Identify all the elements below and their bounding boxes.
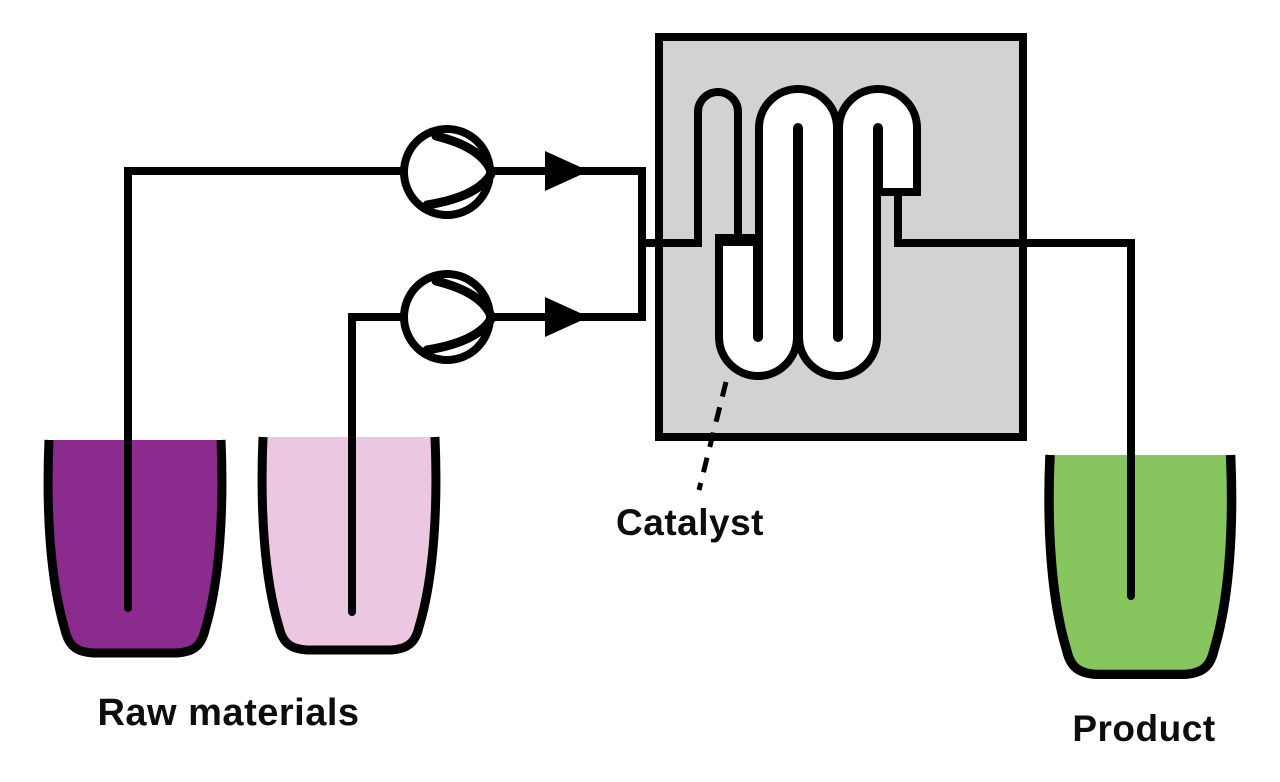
pump-1-discharge-line <box>490 167 646 243</box>
pump-2 <box>400 270 496 364</box>
pump-1 <box>400 125 496 219</box>
product-liquid <box>1049 455 1232 675</box>
catalyst-pointer-line <box>696 381 729 491</box>
raw-materials-label: Raw materials <box>97 692 360 734</box>
pump-2-discharge-line <box>490 243 646 321</box>
product-label: Product <box>1072 708 1216 749</box>
product-outlet-line <box>894 188 1135 600</box>
feed-tube-2 <box>348 313 408 616</box>
raw-material-2-vessel-outline <box>257 436 441 655</box>
pump-1-impeller-icon <box>422 131 496 210</box>
pump-2-impeller-icon <box>422 276 496 355</box>
raw-material-1-liquid <box>48 440 222 653</box>
raw-material-1-vessel-outline <box>43 439 227 658</box>
diagram-strokes <box>43 33 1237 680</box>
product-vessel <box>1044 454 1237 680</box>
product-vessel-outline <box>1044 454 1237 680</box>
catalyst-label: Catalyst <box>616 502 764 543</box>
reactor-channel-bore <box>723 93 913 372</box>
flow-arrow-1-icon <box>545 151 589 191</box>
reactor-inlet-line <box>642 88 742 247</box>
flow-arrow-2-icon <box>545 297 589 337</box>
feed-tube-1 <box>124 167 408 612</box>
raw-material-vessel-1 <box>43 439 227 658</box>
